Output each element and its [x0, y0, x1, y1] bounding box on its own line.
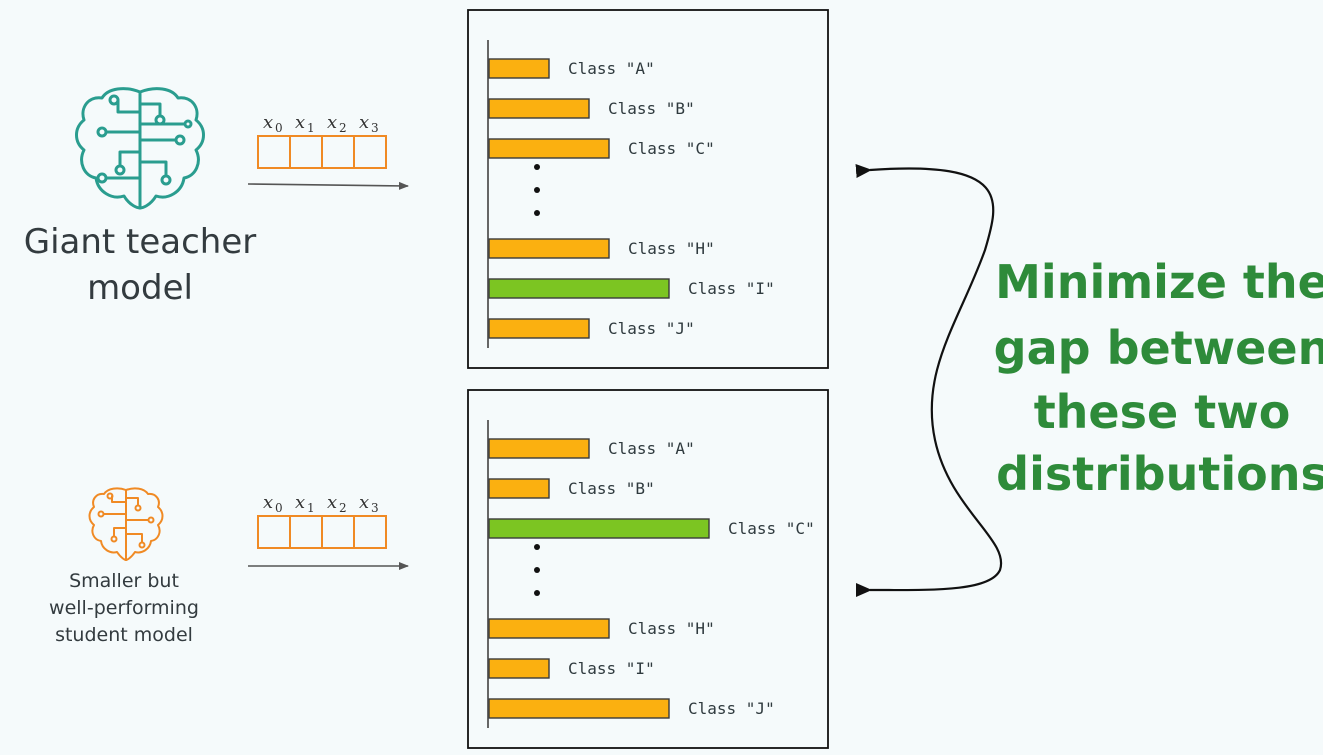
teacher-bar-2 [488, 138, 610, 159]
student-bar-label-0: Class "A" [608, 439, 695, 458]
teacher-input-x1: x [295, 112, 305, 133]
annotation-line3: these two [1034, 385, 1291, 439]
teacher-ellipsis-dot-0 [534, 164, 540, 170]
student-input-cell-3 [353, 515, 387, 549]
annotation-line2: gap between [994, 321, 1323, 375]
compare-distributions-arrow [855, 164, 1003, 597]
teacher-input-x0: x [263, 112, 273, 133]
student-bar-label-1: Class "B" [568, 479, 655, 498]
student-input-cell-2 [321, 515, 355, 549]
teacher-input-x3: x [359, 112, 369, 133]
teacher-input-cell-2 [321, 135, 355, 169]
student-bar-2 [488, 518, 710, 539]
student-input-x1: x [295, 492, 305, 513]
teacher-input-arrow [247, 181, 409, 190]
student-input-x1-sub: 1 [307, 501, 315, 515]
teacher-ellipsis-dot-1 [534, 187, 540, 193]
student-ellipsis-dot-1 [534, 567, 540, 573]
annotation-line1: Minimize the [995, 255, 1323, 309]
teacher-input-x2-sub: 2 [339, 121, 347, 135]
student-label-line2: well-performing [49, 597, 199, 619]
student-bar-0 [488, 438, 590, 459]
student-distribution-chart: Class "A" Class "B" Class "C" Class "H" Clas… [467, 389, 829, 749]
teacher-input-vector: x 0 x 1 x 2 x 3 [257, 112, 387, 169]
student-chart-frame [467, 389, 829, 749]
teacher-bar-1 [488, 98, 590, 119]
teacher-bar-5 [488, 318, 590, 339]
student-label-line3: student model [55, 624, 193, 646]
teacher-chart-frame [467, 9, 829, 369]
student-input-x3-sub: 3 [371, 501, 379, 515]
student-brain-icon [88, 487, 164, 561]
student-bar-label-4: Class "I" [568, 659, 655, 678]
student-bar-label-5: Class "J" [688, 699, 775, 718]
teacher-input-x1-sub: 1 [307, 121, 315, 135]
teacher-bar-label-0: Class "A" [568, 59, 655, 78]
student-bar-5 [488, 698, 670, 719]
teacher-input-cell-3 [353, 135, 387, 169]
student-input-vector: x 0 x 1 x 2 x 3 [257, 492, 387, 549]
teacher-brain-icon [75, 87, 205, 210]
student-bar-label-2: Class "C" [728, 519, 815, 538]
student-ellipsis-dot-2 [534, 590, 540, 596]
student-bar-label-3: Class "H" [628, 619, 715, 638]
teacher-bar-label-5: Class "J" [608, 319, 695, 338]
teacher-label-line1: Giant teacher [24, 222, 257, 262]
teacher-distribution-chart: Class "A" Class "B" Class "C" Class "H" Clas… [467, 9, 829, 369]
teacher-input-x3-sub: 3 [371, 121, 379, 135]
teacher-bar-3 [488, 238, 610, 259]
teacher-bar-label-2: Class "C" [628, 139, 715, 158]
teacher-bar-4 [488, 278, 670, 299]
student-input-x3: x [359, 492, 369, 513]
student-input-x2-sub: 2 [339, 501, 347, 515]
student-bar-1 [488, 478, 550, 499]
teacher-label-line2: model [87, 268, 193, 308]
student-bar-3 [488, 618, 610, 639]
student-ellipsis-dot-0 [534, 544, 540, 550]
teacher-input-x2: x [327, 112, 337, 133]
teacher-ellipsis-dot-2 [534, 210, 540, 216]
student-input-x2: x [327, 492, 337, 513]
student-input-cell-1 [289, 515, 323, 549]
teacher-bar-label-4: Class "I" [688, 279, 775, 298]
student-input-x0-sub: 0 [275, 501, 283, 515]
student-input-cell-0 [257, 515, 291, 549]
teacher-bar-label-1: Class "B" [608, 99, 695, 118]
teacher-bar-label-3: Class "H" [628, 239, 715, 258]
student-bar-4 [488, 658, 550, 679]
student-label-line1: Smaller but [69, 570, 179, 592]
teacher-input-x0-sub: 0 [275, 121, 283, 135]
student-input-x0: x [263, 492, 273, 513]
teacher-input-cell-0 [257, 135, 291, 169]
teacher-bar-0 [488, 58, 550, 79]
teacher-input-cell-1 [289, 135, 323, 169]
annotation-line4: distributions [996, 447, 1323, 501]
